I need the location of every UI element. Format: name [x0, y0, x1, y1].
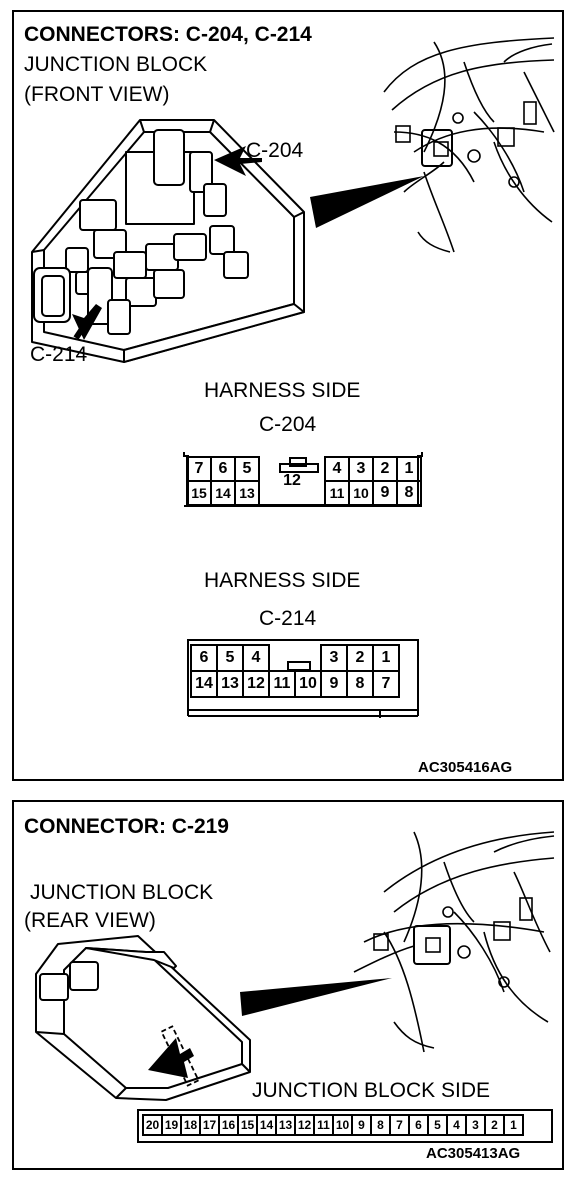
callout-c214: C-214: [30, 343, 88, 366]
c219-pin: 1: [503, 1114, 524, 1136]
c219-pin: 17: [199, 1114, 220, 1136]
c204-pin: 13: [234, 480, 260, 506]
c214-pin: 5: [216, 644, 244, 672]
c204-pin: 5: [234, 456, 260, 482]
c219-pin: 16: [218, 1114, 239, 1136]
c204-pin-map: 7 6 5 12 4 3 2 1 15 14 13 11 10 9 8: [186, 456, 422, 506]
c214-pin: 4: [242, 644, 270, 672]
junction-block-side-label: JUNCTION BLOCK SIDE: [252, 1079, 491, 1102]
c204-pin: 2: [372, 456, 398, 482]
c214-pin: 14: [190, 670, 218, 698]
junction-block-label: JUNCTION BLOCK: [24, 53, 208, 76]
c219-pin: 11: [313, 1114, 334, 1136]
c204-pin: 11: [324, 480, 350, 506]
c214-pin: 10: [294, 670, 322, 698]
c219-pin: 19: [161, 1114, 182, 1136]
view-label: (REAR VIEW): [24, 909, 156, 932]
c214-pin-map: 6 5 4 3 2 1 14 13 12 11 10 9 8 7: [190, 644, 400, 698]
c214-connector-name: C-214: [259, 607, 317, 630]
panel-title: CONNECTORS: C-204, C-214: [24, 23, 312, 46]
c214-pin: 7: [372, 670, 400, 698]
c219-pin: 18: [180, 1114, 201, 1136]
c214-harness-side-heading: HARNESS SIDE: [204, 569, 361, 592]
c214-pin: 8: [346, 670, 374, 698]
c204-pin: 10: [348, 480, 374, 506]
connector-panel-c219: CONNECTOR: C-219 JUNCTION BLOCK (REAR VI…: [12, 800, 564, 1170]
c214-pin: 3: [320, 644, 348, 672]
c204-pin: 3: [348, 456, 374, 482]
vehicle-harness-illustration: [383, 37, 555, 253]
c204-pin: 8: [396, 480, 422, 506]
vehicle-harness-illustration: [353, 831, 555, 1053]
c214-pin: 9: [320, 670, 348, 698]
junction-block-label: JUNCTION BLOCK: [30, 881, 214, 904]
c214-pin: 11: [268, 670, 296, 698]
figure-code: AC305413AG: [426, 1145, 521, 1162]
c204-harness-side-heading: HARNESS SIDE: [204, 379, 361, 402]
view-label: (FRONT VIEW): [24, 83, 170, 106]
c204-connector-name: C-204: [259, 413, 317, 436]
connector-panel-c204-c214: CONNECTORS: C-204, C-214 JUNCTION BLOCK …: [12, 10, 564, 781]
locator-pointer-icon: [310, 176, 424, 228]
c219-pin: 4: [446, 1114, 467, 1136]
c219-pin: 12: [294, 1114, 315, 1136]
c214-pin: 13: [216, 670, 244, 698]
locator-pointer-icon: [240, 978, 392, 1016]
c219-pin: 6: [408, 1114, 429, 1136]
c219-pin: 9: [351, 1114, 372, 1136]
c219-pin: 20: [142, 1114, 163, 1136]
c219-connector-outline: [137, 1109, 553, 1143]
c214-pin: 2: [346, 644, 374, 672]
c219-pin: 10: [332, 1114, 353, 1136]
callout-c204: C-204: [246, 139, 304, 162]
c219-pin: 14: [256, 1114, 277, 1136]
c204-pin: 6: [210, 456, 236, 482]
c214-pin: 12: [242, 670, 270, 698]
junction-block-rear-illustration: [35, 935, 392, 1101]
junction-block-front-illustration: [31, 119, 424, 363]
c219-pin: 13: [275, 1114, 296, 1136]
arrow-c204-icon: [214, 146, 262, 176]
c204-pin: 1: [396, 456, 422, 482]
panel-title: CONNECTOR: C-219: [24, 815, 229, 838]
figure-code: AC305416AG: [418, 759, 513, 776]
c204-pin: 4: [324, 456, 350, 482]
c204-pin: 15: [186, 480, 212, 506]
c204-pin: 14: [210, 480, 236, 506]
c214-pin: 6: [190, 644, 218, 672]
c219-pin: 3: [465, 1114, 486, 1136]
c219-pin: 5: [427, 1114, 448, 1136]
c204-pin-center: 12: [258, 457, 326, 506]
c204-pin: 9: [372, 480, 398, 506]
arrow-c219-icon: [148, 1038, 194, 1078]
c204-pin: 7: [186, 456, 212, 482]
c219-pin: 2: [484, 1114, 505, 1136]
c214-pin: 1: [372, 644, 400, 672]
c219-pin: 15: [237, 1114, 258, 1136]
c219-pin: 8: [370, 1114, 391, 1136]
c219-pin: 7: [389, 1114, 410, 1136]
